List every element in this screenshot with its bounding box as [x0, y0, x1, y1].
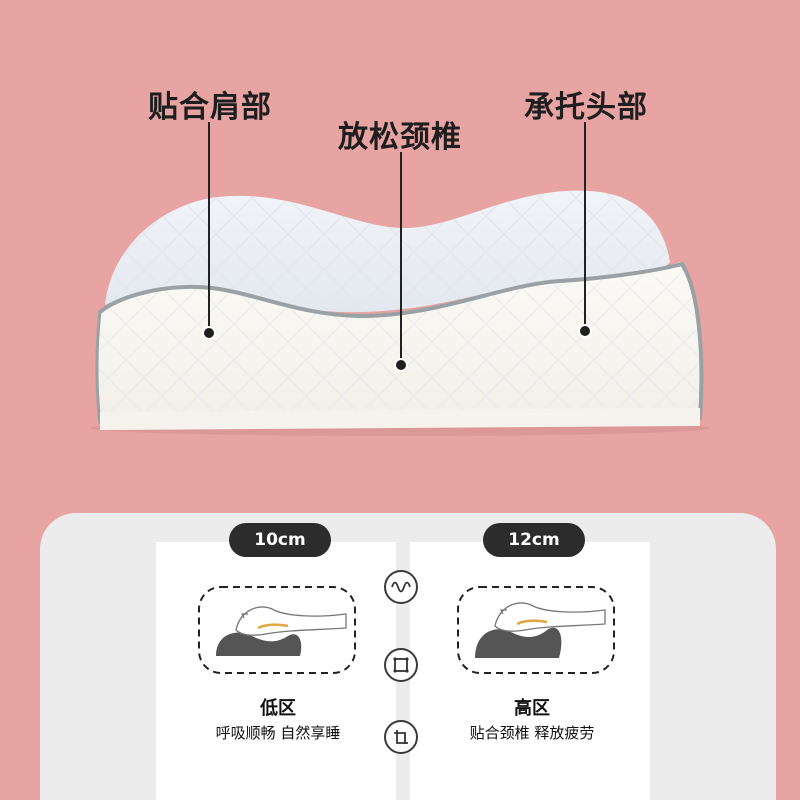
low-zone-card	[156, 542, 396, 800]
wave-icon	[384, 570, 418, 604]
callout-head-label: 承托头部	[524, 90, 648, 125]
callout-head-line	[584, 122, 586, 328]
rotate-icon	[384, 720, 418, 754]
low-zone-desc: 呼吸顺畅 自然享睡	[215, 724, 341, 742]
low-size-badge: 10cm	[229, 523, 331, 557]
frame-icon	[384, 648, 418, 682]
callout-shoulder-line	[208, 122, 210, 330]
high-zone-title: 高区	[514, 698, 550, 719]
callout-neck-dot	[394, 358, 408, 372]
high-zone-card	[410, 542, 650, 800]
pillow-illustration	[90, 190, 710, 436]
high-size-badge: 12cm	[483, 523, 585, 557]
callout-head-dot	[578, 324, 592, 338]
high-zone-desc: 贴合颈椎 释放疲劳	[469, 724, 595, 742]
callout-neck-line	[400, 152, 402, 362]
callout-shoulder-dot	[202, 326, 216, 340]
callout-neck-label: 放松颈椎	[338, 120, 462, 155]
low-zone-title: 低区	[260, 698, 296, 719]
callout-shoulder-label: 贴合肩部	[148, 90, 272, 125]
low-sleep-illustration	[198, 586, 356, 674]
high-sleep-illustration	[457, 586, 615, 674]
